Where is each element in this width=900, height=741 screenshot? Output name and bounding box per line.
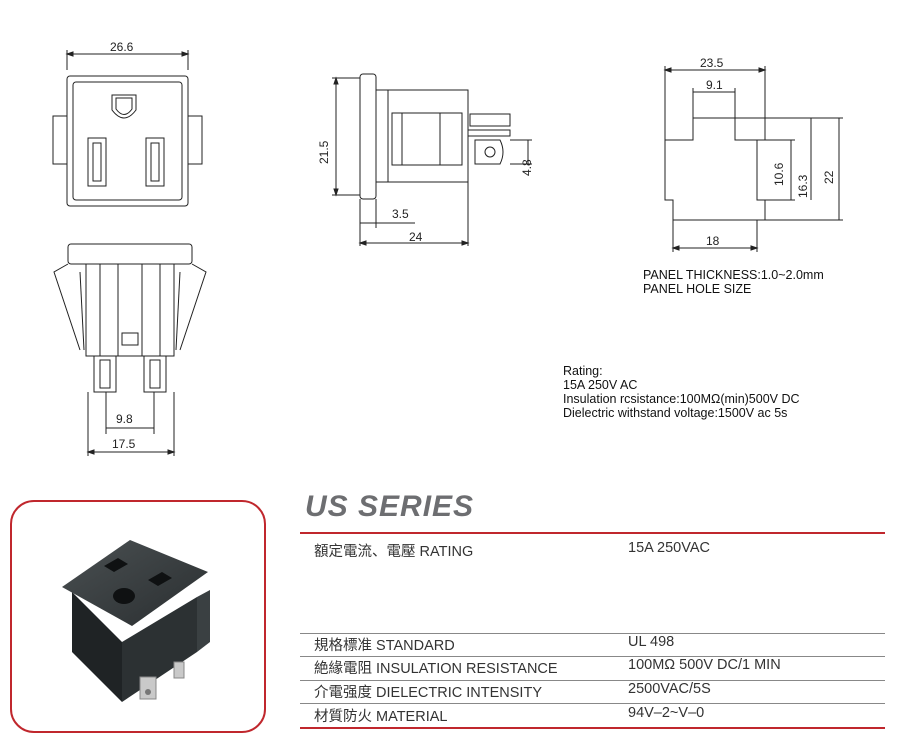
spec-value: 100MΩ 500V DC/1 MIN [628,657,781,673]
front-view-drawing [52,50,203,207]
cutout-bottom-dim: 18 [706,234,720,248]
spec-label: 介電强度 DIELECTRIC INTENSITY [314,685,542,701]
side-depth-dim: 24 [409,230,423,244]
cutout-h2-dim: 16.3 [796,174,810,198]
title-divider [300,532,885,534]
panel-thickness-note: PANEL THICKNESS:1.0~2.0mm [643,268,824,282]
series-title: US SERIES [305,490,475,523]
side-view-drawing [332,73,532,246]
spec-label: 規格標准 STANDARD [314,638,455,654]
side-flange-dim: 3.5 [392,207,409,221]
cutout-inner-dim: 9.1 [706,78,723,92]
spec-label: 絶緣電阻 INSULATION RESISTANCE [314,661,558,677]
rating-note-line: Insulation rcsistance:100MΩ(min)500V DC [563,392,800,406]
side-height-dim: 21.5 [317,140,331,164]
panel-notes: PANEL THICKNESS:1.0~2.0mm PANEL HOLE SIZ… [643,268,824,296]
cutout-top-dim: 23.5 [700,56,724,70]
row-divider [300,680,885,681]
spec-value: UL 498 [628,634,675,650]
spec-value: 94V–2~V–0 [628,705,705,721]
rating-notes: Rating: 15A 250V AC Insulation rcsistanc… [563,364,800,420]
cutout-h1-dim: 10.6 [772,162,786,186]
spec-value: 2500VAC/5S [628,681,711,697]
panel-cutout-drawing [663,66,843,252]
side-tab-dim: 4.8 [520,159,534,176]
table-bottom-divider [300,727,885,729]
bottom-pin-spacing-dim: 9.8 [116,412,133,426]
row-divider [300,703,885,704]
spec-value: 15A 250VAC [628,540,710,556]
row-divider [300,633,885,634]
rating-note-line: 15A 250V AC [563,378,638,392]
front-width-dim: 26.6 [110,40,134,54]
rating-note-line: Dielectric withstand voltage:1500V ac 5s [563,406,788,420]
row-divider [300,656,885,657]
panel-hole-note: PANEL HOLE SIZE [643,282,752,296]
rating-note-line: Rating: [563,364,603,378]
spec-label: 材質防火 MATERIAL [314,709,448,725]
socket-product-image [62,540,210,702]
bottom-width-dim: 17.5 [112,437,136,451]
bottom-view-drawing [53,243,207,456]
spec-label: 額定電流、電壓 RATING [314,544,474,560]
product-photo-frame [10,500,266,733]
cutout-h3-dim: 22 [822,170,836,184]
